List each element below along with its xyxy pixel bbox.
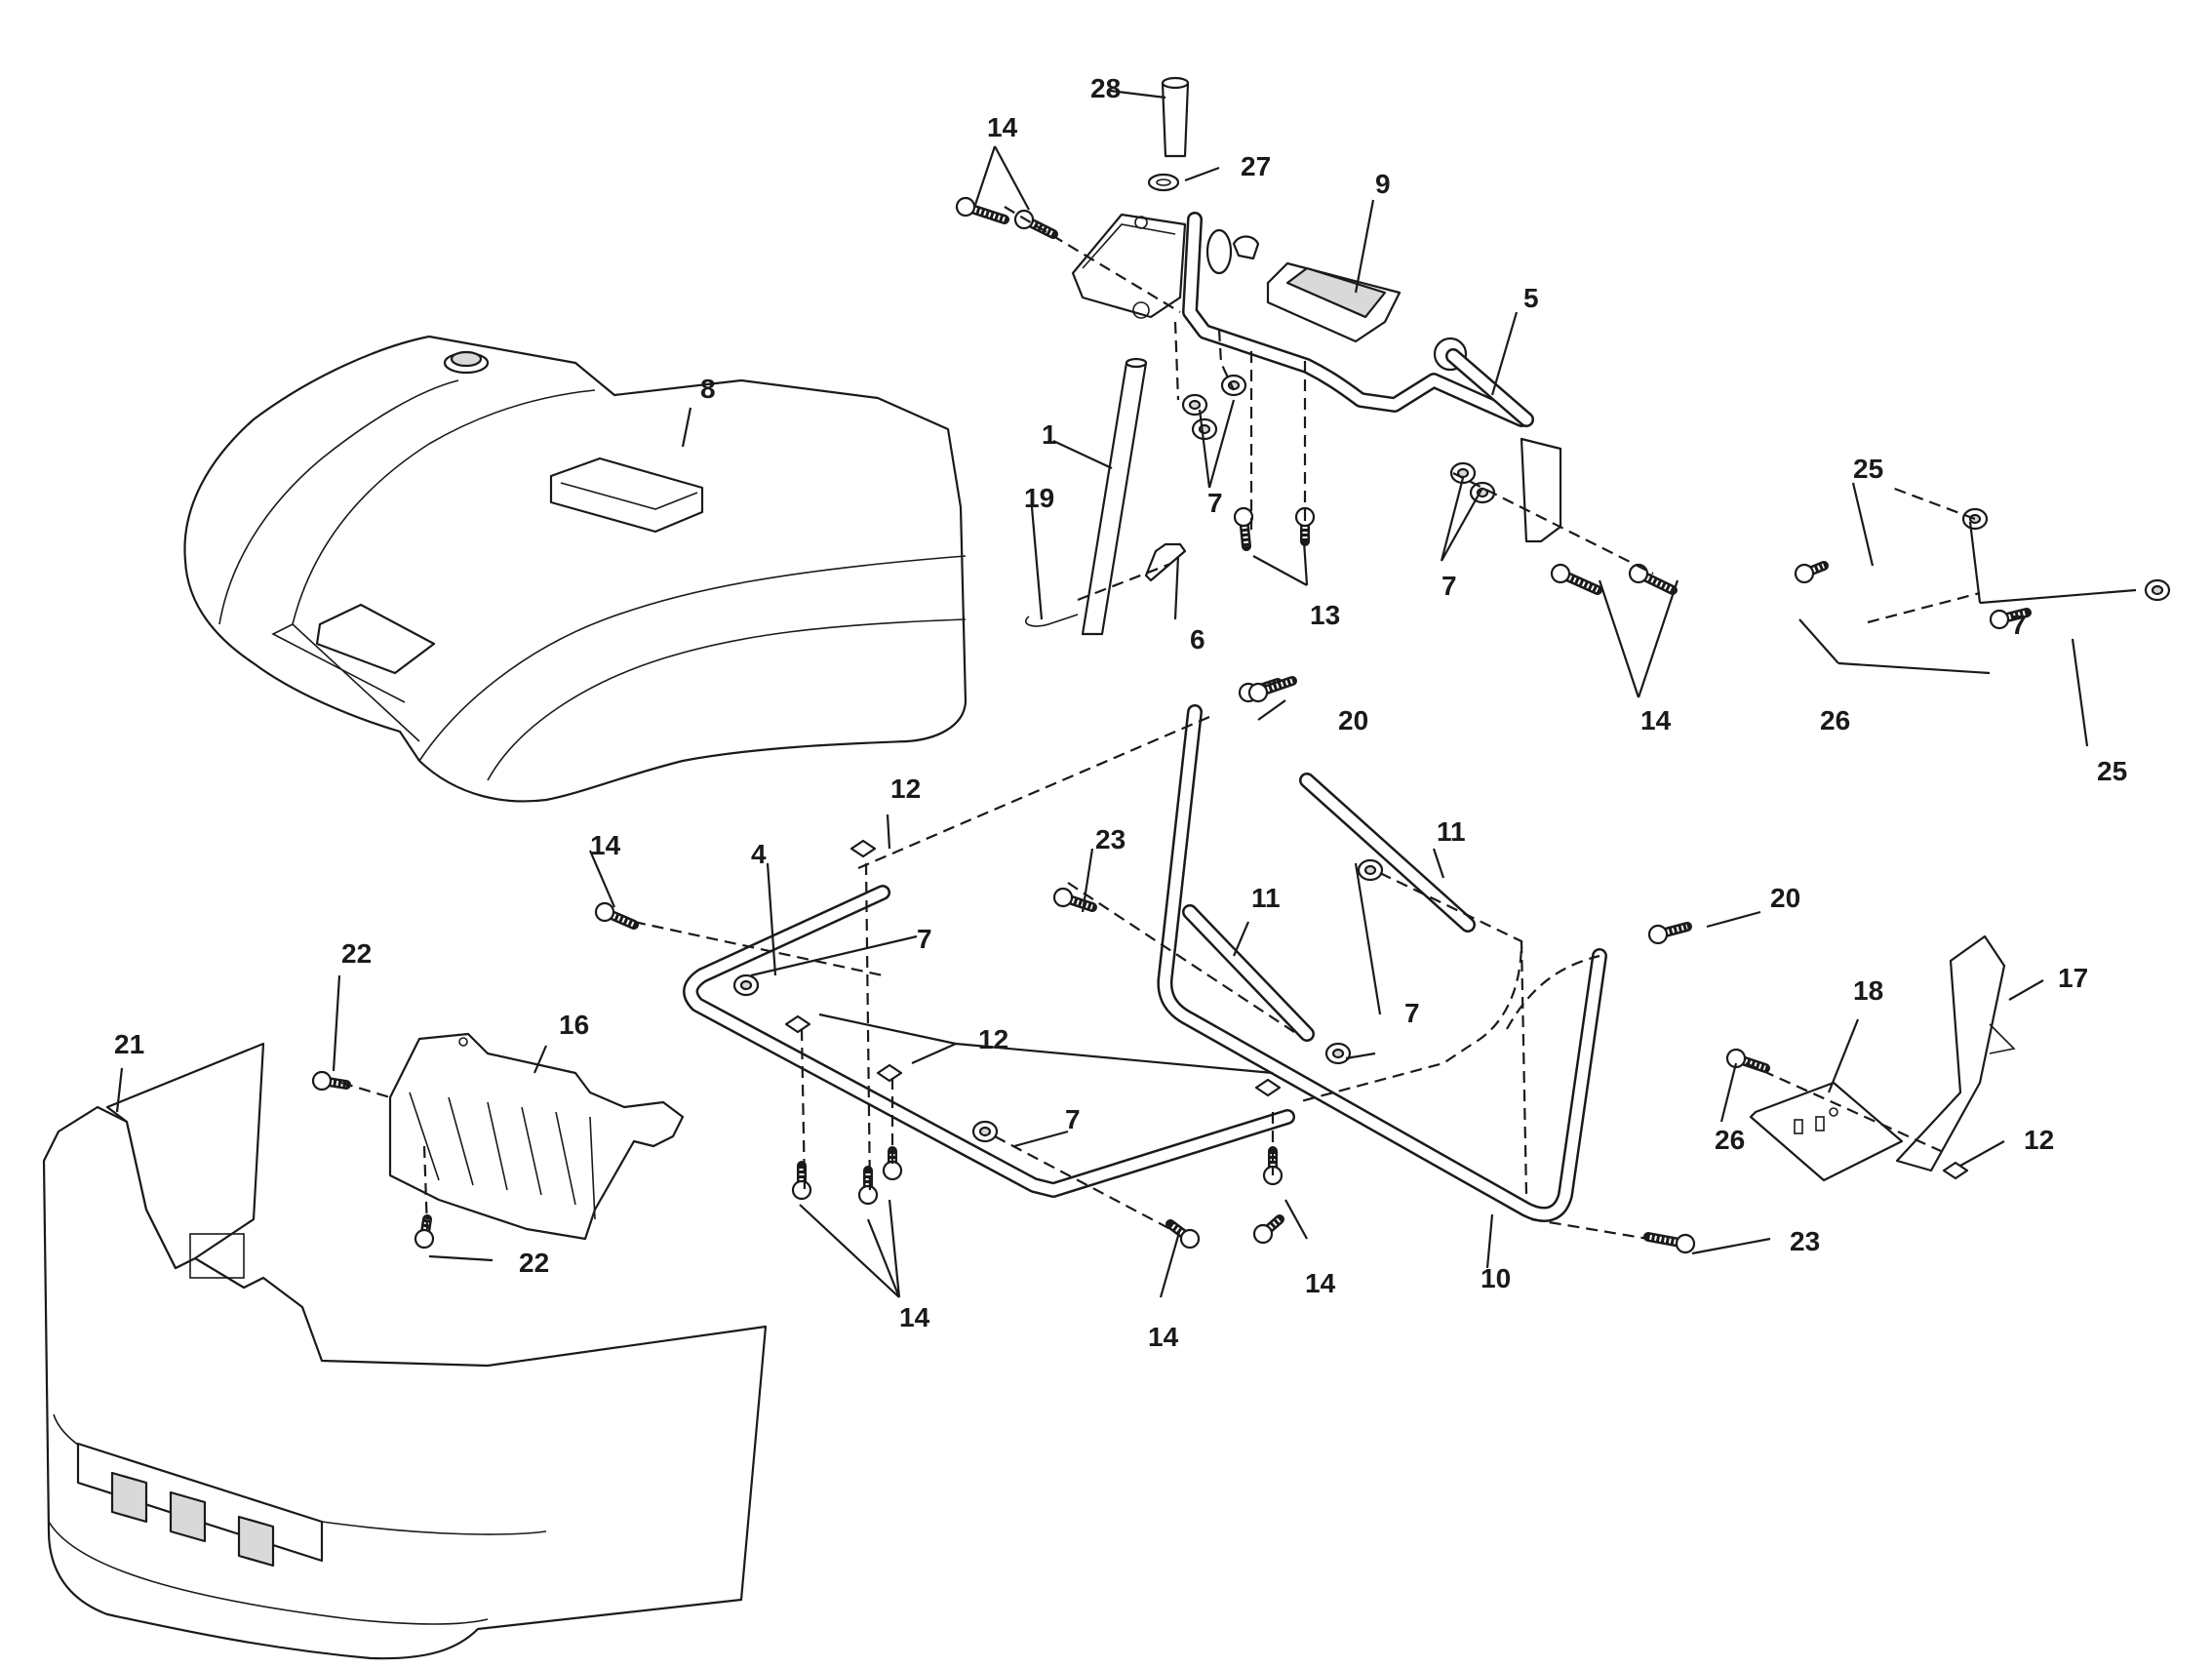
callout-17: 17: [2058, 963, 2088, 993]
callout-labels: 28 27 14 9 5 8 1 19 7 6 13 7 14 25 7 26 25 20 12 14 4 7 23 11 11…: [114, 73, 2127, 1352]
latch-bracket-part-17: [1895, 934, 2016, 1172]
callout-22: 22: [519, 1248, 549, 1278]
nut-0: [1181, 393, 1208, 417]
callout-7: 7: [1442, 571, 1457, 601]
callout-21: 21: [114, 1029, 144, 1059]
bolt-13: [311, 1070, 351, 1092]
bolt-3: [1628, 563, 1678, 595]
bolt-19: [791, 1161, 812, 1201]
link-rod-part-11: [1182, 773, 1476, 1042]
square-nut-3: [1254, 1078, 1282, 1097]
bolt-8: [1647, 922, 1692, 945]
square-nut-4: [1942, 1161, 1969, 1180]
pedal-assembly-part-5: [1071, 212, 1562, 543]
callout-7: 7: [1065, 1104, 1081, 1134]
bolt-5: [1247, 676, 1297, 703]
pin-part-28: [1161, 76, 1190, 158]
bolt-1: [1013, 209, 1058, 239]
washer-part-27: [1147, 173, 1180, 192]
nut-10: [971, 1120, 999, 1143]
assembly-lines: [340, 206, 1981, 1241]
plate-part-18: [1749, 1081, 1904, 1182]
bolt-0: [955, 196, 1009, 224]
callout-20: 20: [1338, 705, 1368, 735]
bolt-14: [414, 1214, 435, 1250]
callout-12: 12: [890, 774, 921, 804]
callout-11: 11: [1437, 816, 1466, 847]
square-nut-1: [784, 1014, 811, 1034]
callout-7: 7: [1404, 998, 1420, 1028]
callout-7: 7: [2011, 610, 2027, 640]
callout-1: 1: [1042, 419, 1057, 450]
callout-5: 5: [1523, 283, 1539, 313]
callout-26: 26: [1715, 1125, 1745, 1155]
bolt-12: [1643, 1232, 1696, 1254]
square-nut-0: [849, 839, 877, 858]
rod-part-4: [683, 885, 1295, 1198]
tube-part-1: [1081, 357, 1148, 636]
bolt-20: [857, 1166, 879, 1206]
nut-8: [1357, 858, 1384, 882]
callout-10: 10: [1481, 1263, 1511, 1293]
callout-14: 14: [1640, 705, 1672, 735]
bolt-10: [1165, 1219, 1201, 1250]
nut-1: [1191, 417, 1218, 441]
callout-11: 11: [1251, 883, 1281, 913]
clevis-pin-part-6: [1144, 542, 1187, 582]
frame-tube-part-10: [1157, 704, 1607, 1222]
callout-7: 7: [917, 924, 932, 954]
bolt-11: [1252, 1214, 1284, 1245]
callout-14: 14: [1305, 1268, 1336, 1298]
nut-2: [1220, 374, 1247, 397]
callout-18: 18: [1853, 975, 1883, 1006]
nut-7: [732, 973, 760, 997]
callout-28: 28: [1090, 73, 1121, 103]
callout-7: 7: [1207, 488, 1223, 518]
hood-part-8: [183, 335, 968, 803]
callout-8: 8: [700, 374, 716, 404]
bolt-6: [594, 901, 639, 930]
callout-4: 4: [751, 839, 767, 869]
callout-13: 13: [1310, 600, 1340, 630]
bolt-15: [1794, 561, 1829, 584]
callout-27: 27: [1241, 151, 1271, 181]
callout-9: 9: [1375, 169, 1391, 199]
callout-12: 12: [978, 1024, 1008, 1054]
callout-14: 14: [987, 112, 1018, 142]
bolt-17: [1233, 506, 1254, 551]
bumper-grille-part-21: [42, 1042, 768, 1660]
callout-6: 6: [1190, 624, 1205, 655]
grille-bracket-part-16: [388, 1032, 685, 1241]
callout-26: 26: [1820, 705, 1850, 735]
square-nut-2: [876, 1063, 903, 1083]
leader-lines: [115, 89, 2137, 1298]
pedal-pad-part-9: [1266, 261, 1402, 343]
callout-16: 16: [559, 1010, 589, 1040]
callout-20: 20: [1770, 883, 1800, 913]
hair-pin-part-19: [1024, 614, 1079, 627]
callout-23: 23: [1095, 824, 1126, 854]
callout-14: 14: [899, 1302, 930, 1332]
callout-14: 14: [1148, 1322, 1179, 1352]
bolt-7: [1052, 887, 1097, 912]
callout-25: 25: [1853, 454, 1883, 484]
nut-6: [2144, 578, 2171, 602]
callout-12: 12: [2024, 1125, 2054, 1155]
callout-14: 14: [590, 830, 621, 860]
bolt-2: [1550, 563, 1602, 595]
callout-19: 19: [1024, 483, 1054, 513]
nut-9: [1324, 1042, 1352, 1065]
bolt-9: [1725, 1048, 1770, 1073]
callout-23: 23: [1790, 1226, 1820, 1256]
callout-25: 25: [2097, 756, 2127, 786]
bolt-16: [1989, 608, 2032, 630]
callout-22: 22: [341, 938, 372, 969]
